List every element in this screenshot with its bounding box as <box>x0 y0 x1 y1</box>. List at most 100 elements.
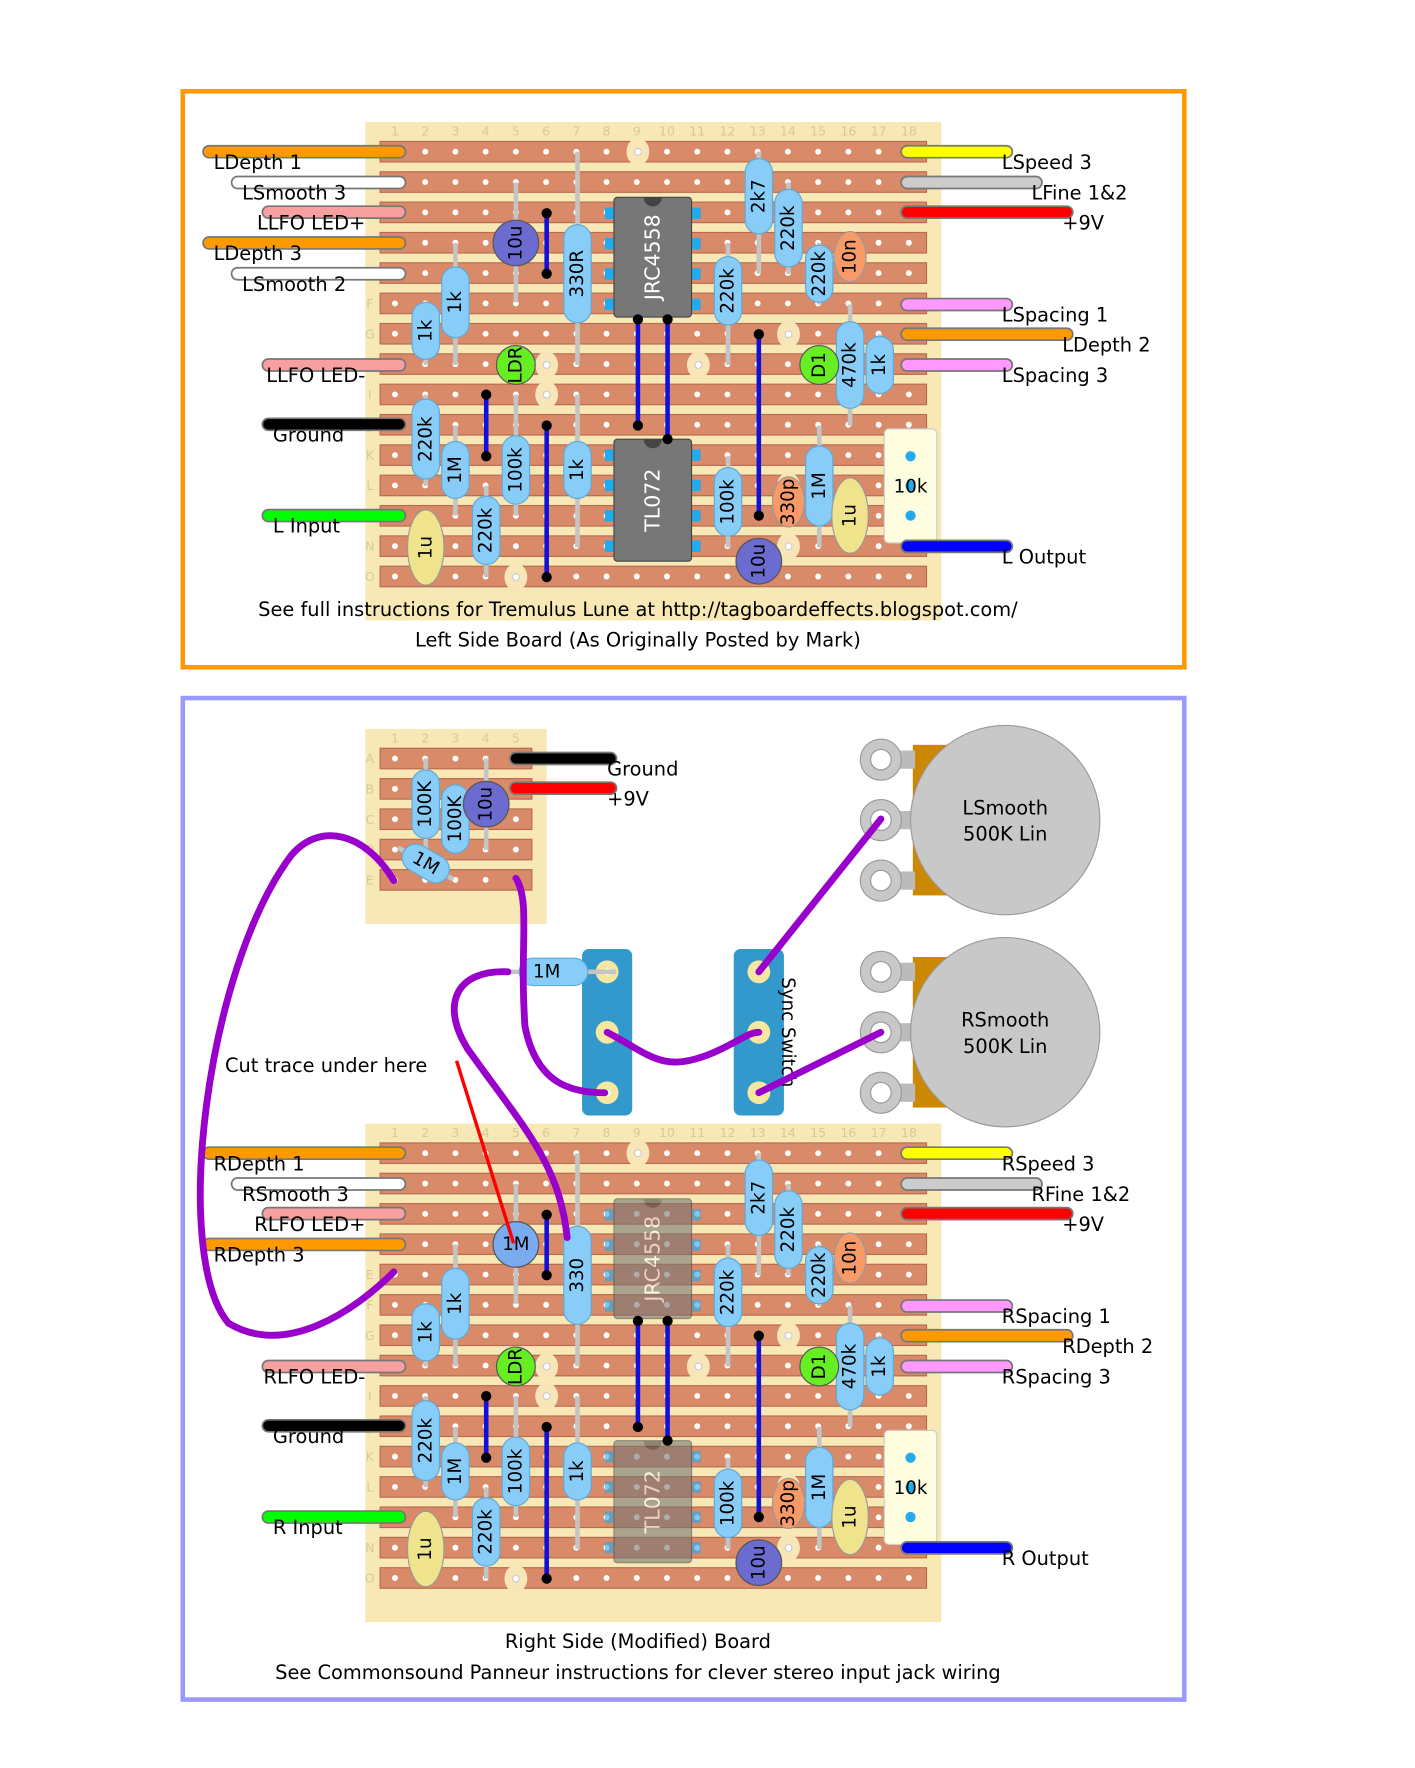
hole <box>512 1150 519 1157</box>
row-letter: I <box>368 387 372 402</box>
hole <box>784 452 791 459</box>
film-capacitor <box>831 477 869 554</box>
hole <box>905 1575 912 1581</box>
row-letter: O <box>365 1571 375 1586</box>
left-caption-title: Left Side Board (As Originally Posted by… <box>415 629 861 652</box>
resistor-value: 100K <box>445 795 466 843</box>
hole <box>815 1392 822 1399</box>
copper-strip <box>379 171 928 193</box>
solder-point <box>541 1421 552 1433</box>
resistor <box>563 224 592 324</box>
hole <box>603 1575 610 1581</box>
resistor-value: 1k <box>415 1321 436 1344</box>
ic-pin <box>604 449 617 461</box>
ic-pin <box>689 1450 701 1463</box>
hole <box>875 300 882 307</box>
hole <box>603 1150 610 1157</box>
solder-point <box>541 1270 552 1281</box>
hole <box>512 816 519 823</box>
resistor-value: 220k <box>778 205 799 251</box>
column-number: 18 <box>901 124 917 139</box>
hole <box>815 1210 822 1217</box>
hole <box>875 1150 882 1157</box>
solder-point <box>632 1421 644 1433</box>
column-number: 1 <box>391 124 399 139</box>
resistor <box>805 1446 834 1528</box>
hole <box>694 148 701 155</box>
ceramic-capacitor <box>833 1232 867 1284</box>
resistor <box>865 1337 894 1396</box>
column-number: 15 <box>810 1125 826 1140</box>
hole <box>482 1362 489 1369</box>
copper-strip <box>379 140 928 163</box>
ceramic-capacitor-label: 330p <box>778 479 799 525</box>
film-capacitor-label: 1u <box>415 1537 436 1560</box>
right-caption-title: Right Side (Modified) Board <box>505 1630 771 1653</box>
hole <box>603 361 610 368</box>
hole <box>452 1544 459 1551</box>
resistor-value: 1k <box>445 1292 466 1315</box>
copper-strip <box>379 413 928 436</box>
solder-point <box>753 510 764 521</box>
pad-hole <box>784 1543 793 1552</box>
resistor-value: 220k <box>718 268 739 314</box>
hole <box>573 1575 580 1581</box>
resistor-value: 2k7 <box>748 1181 769 1215</box>
ic-pin <box>689 1511 701 1523</box>
trimmer-pin <box>905 510 916 521</box>
resistor <box>501 1436 531 1507</box>
solder-point <box>662 434 673 445</box>
cut-trace-pointer <box>454 1060 516 1244</box>
hole <box>603 1392 610 1399</box>
pot-lug-hole <box>870 1081 892 1104</box>
hole <box>694 1332 701 1339</box>
row-letter: C <box>365 812 374 827</box>
hole <box>875 1483 882 1490</box>
resistor-value: 1k <box>869 1355 890 1378</box>
hole <box>724 179 731 186</box>
resistor <box>865 335 894 395</box>
hole <box>391 1301 398 1308</box>
ic-pin <box>689 1541 701 1554</box>
hole <box>391 543 398 550</box>
film-capacitor-label: 1u <box>840 1505 861 1528</box>
hole <box>603 1362 610 1369</box>
right-board-frame <box>180 695 1187 1702</box>
resistor <box>441 440 470 500</box>
hole <box>724 1575 731 1581</box>
pad-hole <box>542 1392 551 1401</box>
solder-point <box>541 208 552 219</box>
column-number: 5 <box>512 124 520 139</box>
switch-label: Sync Switch <box>777 977 798 1087</box>
hole <box>724 209 731 216</box>
trimmer-pin <box>905 451 916 462</box>
solder-point <box>541 420 552 431</box>
resistor-value: 100k <box>505 1448 526 1494</box>
resistor <box>805 1246 834 1305</box>
wire-label-left: LDepth 3 <box>214 242 302 265</box>
solder-point <box>632 420 644 431</box>
ic-label: TL072 <box>641 469 665 533</box>
hole <box>603 330 610 337</box>
trimmer-value: 10k <box>894 477 928 498</box>
electrolytic-capacitor-label: 10u <box>748 544 769 579</box>
ic-pin <box>604 298 617 311</box>
ic-pin <box>604 479 617 492</box>
column-number: 16 <box>840 1125 856 1140</box>
copper-strip <box>379 1172 928 1195</box>
resistor-value: 220k <box>415 1418 436 1464</box>
hole <box>543 1301 550 1308</box>
hole <box>784 1453 791 1460</box>
wire-label-right: +9V <box>1062 211 1105 234</box>
hole <box>845 452 852 459</box>
copper-strip <box>379 1142 928 1165</box>
ic-notch <box>643 439 662 449</box>
ic-pin <box>604 1541 617 1554</box>
pad-hole <box>633 1149 642 1158</box>
column-number: 3 <box>451 124 459 139</box>
hole <box>452 179 459 186</box>
wire-label-left: Ground <box>273 1425 344 1448</box>
